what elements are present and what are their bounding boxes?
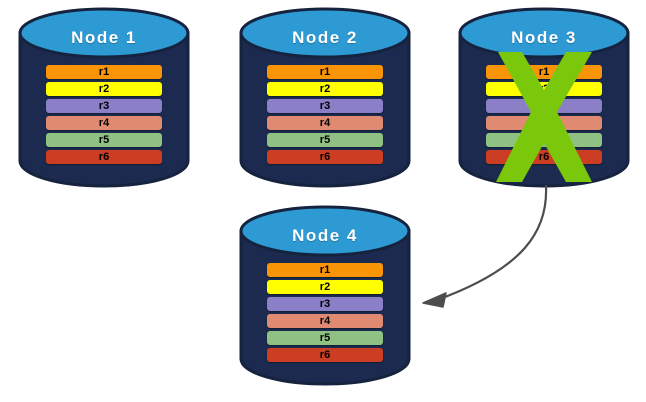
row-bar[interactable]: r2 <box>486 82 602 96</box>
row-bar[interactable]: r2 <box>267 82 383 96</box>
row-bar[interactable]: r1 <box>267 263 383 277</box>
row-bar[interactable]: r1 <box>267 65 383 79</box>
node-cylinder-2[interactable]: Node 2 r1 r2 r3 r4 r5 r6 <box>239 7 411 188</box>
row-bar[interactable]: r4 <box>486 116 602 130</box>
row-bar[interactable]: r6 <box>486 150 602 164</box>
row-bar[interactable]: r6 <box>267 348 383 362</box>
row-bar[interactable]: r6 <box>46 150 162 164</box>
row-bar[interactable]: r3 <box>267 99 383 113</box>
row-bar[interactable]: r4 <box>267 116 383 130</box>
row-bar[interactable]: r6 <box>267 150 383 164</box>
row-list-4: r1 r2 r3 r4 r5 r6 <box>267 263 383 362</box>
row-bar[interactable]: r4 <box>267 314 383 328</box>
row-list-3: r1 r2 r3 r4 r5 r6 <box>486 65 602 164</box>
row-bar[interactable]: r4 <box>46 116 162 130</box>
row-bar[interactable]: r3 <box>267 297 383 311</box>
row-bar[interactable]: r5 <box>267 133 383 147</box>
row-bar[interactable]: r1 <box>46 65 162 79</box>
row-bar[interactable]: r2 <box>46 82 162 96</box>
node-cylinder-4[interactable]: Node 4 r1 r2 r3 r4 r5 r6 <box>239 205 411 386</box>
row-list-1: r1 r2 r3 r4 r5 r6 <box>46 65 162 164</box>
row-bar[interactable]: r3 <box>46 99 162 113</box>
row-list-2: r1 r2 r3 r4 r5 r6 <box>267 65 383 164</box>
row-bar[interactable]: r1 <box>486 65 602 79</box>
node-cylinder-1[interactable]: Node 1 r1 r2 r3 r4 r5 r6 <box>18 7 190 188</box>
row-bar[interactable]: r5 <box>486 133 602 147</box>
row-bar[interactable]: r5 <box>46 133 162 147</box>
node-cylinder-3[interactable]: Node 3 r1 r2 r3 r4 r5 r6 <box>458 7 630 188</box>
row-bar[interactable]: r5 <box>267 331 383 345</box>
row-bar[interactable]: r2 <box>267 280 383 294</box>
row-bar[interactable]: r3 <box>486 99 602 113</box>
